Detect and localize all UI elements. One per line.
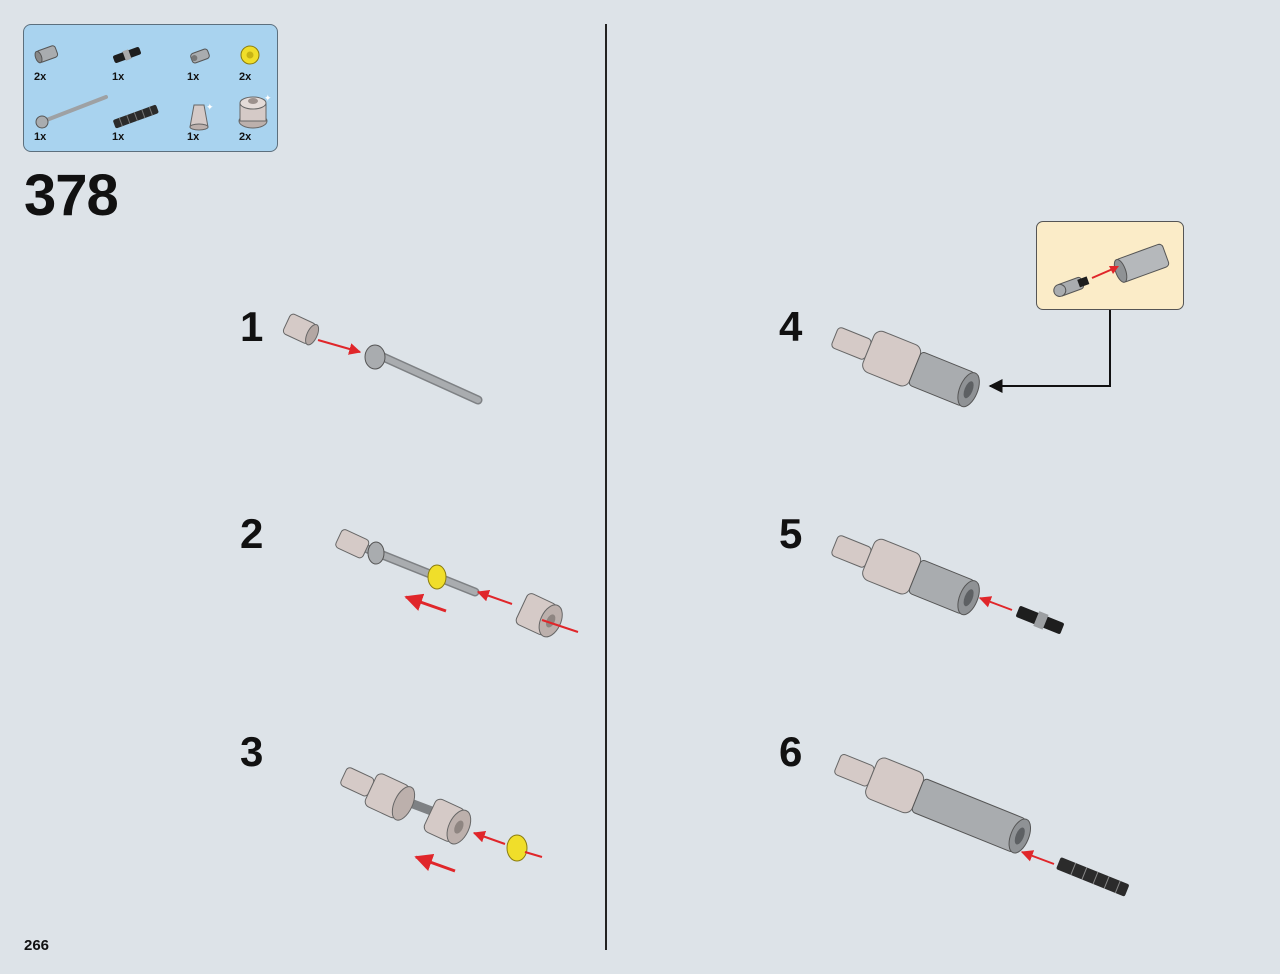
step-1-assembly [282,313,483,405]
svg-text:✦: ✦ [264,93,272,103]
step-5-assembly [831,535,1064,634]
gray-pin-icon [190,48,210,64]
page-divider [605,24,607,950]
svg-text:✦: ✦ [206,102,214,112]
part-qty: 1x [187,131,200,143]
part-qty: 2x [34,71,47,83]
step-4-assembly [831,310,1111,408]
substep-number: 3 [240,728,264,775]
yellow-bush-icon [240,45,260,65]
tan-cone-icon: ✦ [189,102,214,131]
callout-illustration [1053,243,1170,297]
parts-list-box: 2x 1x 1x 2x 1x 1x ✦ 1x ✦ 2x [23,24,278,152]
part-qty: 2x [239,131,252,143]
step-6-assembly [834,754,1129,897]
substep-number: 2 [240,510,264,557]
step-number: 378 [24,163,119,228]
tan-hub-icon: ✦ [238,93,272,129]
part-qty: 1x [112,71,125,83]
page-number: 266 [24,937,50,954]
part-qty: 2x [239,71,252,83]
black-axle-connector-icon [113,47,141,63]
step-2-assembly [335,529,579,638]
long-axle-icon [35,95,108,129]
substep-number: 6 [779,728,803,775]
part-qty: 1x [34,131,47,143]
part-qty: 1x [112,131,125,143]
black-ribbed-axle-icon [113,104,159,129]
substep-number: 5 [779,510,803,557]
part-qty: 1x [187,71,200,83]
sub-assembly-callout [1036,221,1184,310]
step-3-assembly [340,767,543,873]
substep-number: 4 [779,303,803,350]
gray-tube-icon [34,45,59,64]
substep-number: 1 [240,303,264,350]
